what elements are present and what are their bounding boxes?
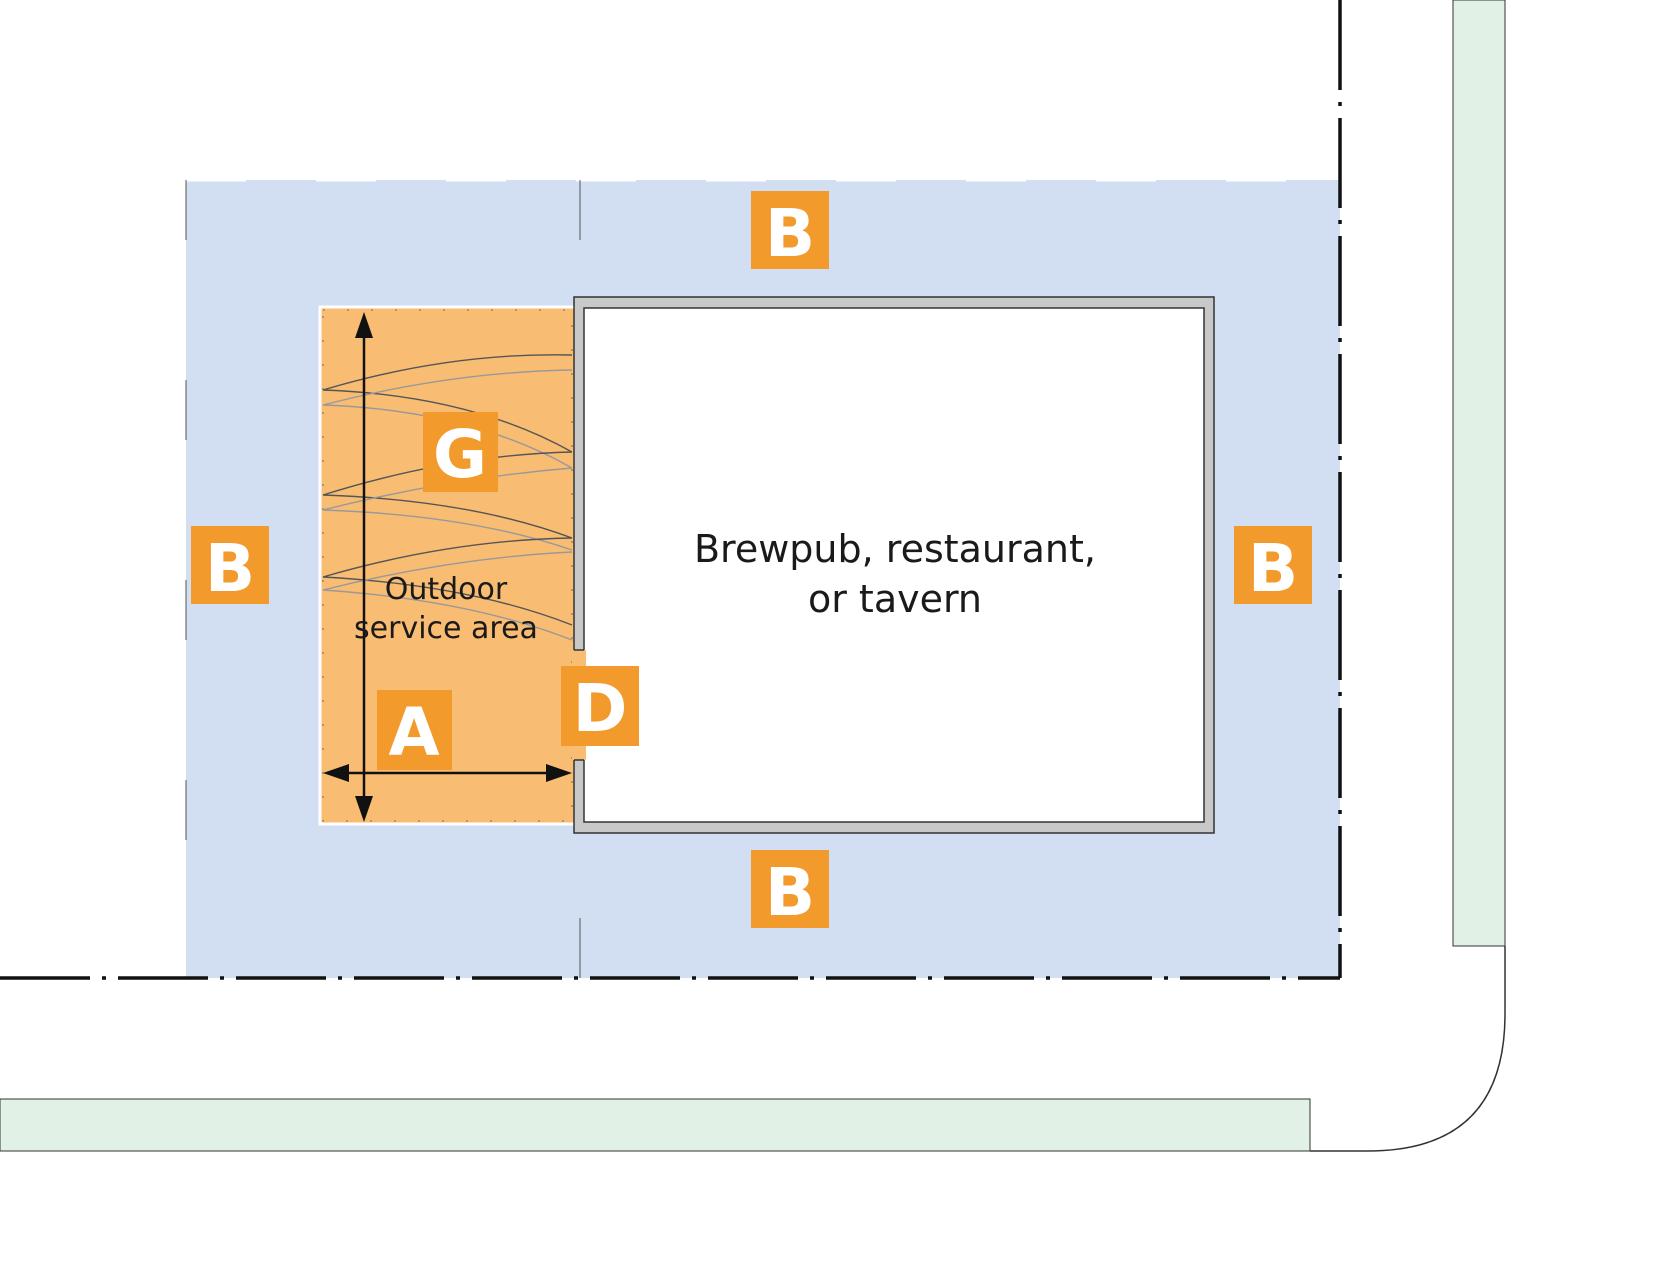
svg-text:B: B <box>205 530 255 607</box>
outdoor-label-line1: Outdoor <box>385 572 508 607</box>
sidewalk-bottom <box>0 1098 1311 1152</box>
svg-text:G: G <box>433 416 487 493</box>
badge-b-bottom: B <box>751 850 829 931</box>
badge-a: A <box>377 690 452 771</box>
svg-text:D: D <box>573 670 628 747</box>
sidewalk-right <box>1452 0 1506 947</box>
building-label-line1: Brewpub, restaurant, <box>694 527 1096 571</box>
curb-line <box>1310 946 1506 1152</box>
outdoor-fence <box>322 309 573 822</box>
building-interior <box>583 307 1205 823</box>
svg-text:B: B <box>765 195 815 272</box>
badge-d: D <box>561 666 639 747</box>
svg-text:B: B <box>765 854 815 931</box>
badge-b-right: B <box>1234 526 1312 607</box>
badge-b-left: B <box>191 526 269 607</box>
badge-g: G <box>423 412 498 493</box>
building-label-line2: or tavern <box>808 577 982 621</box>
svg-text:A: A <box>388 694 439 771</box>
dimension-arrow-icon <box>323 312 572 822</box>
svg-text:B: B <box>1248 530 1298 607</box>
outdoor-label-line2: service area <box>354 611 538 646</box>
badge-b-top: B <box>751 191 829 272</box>
